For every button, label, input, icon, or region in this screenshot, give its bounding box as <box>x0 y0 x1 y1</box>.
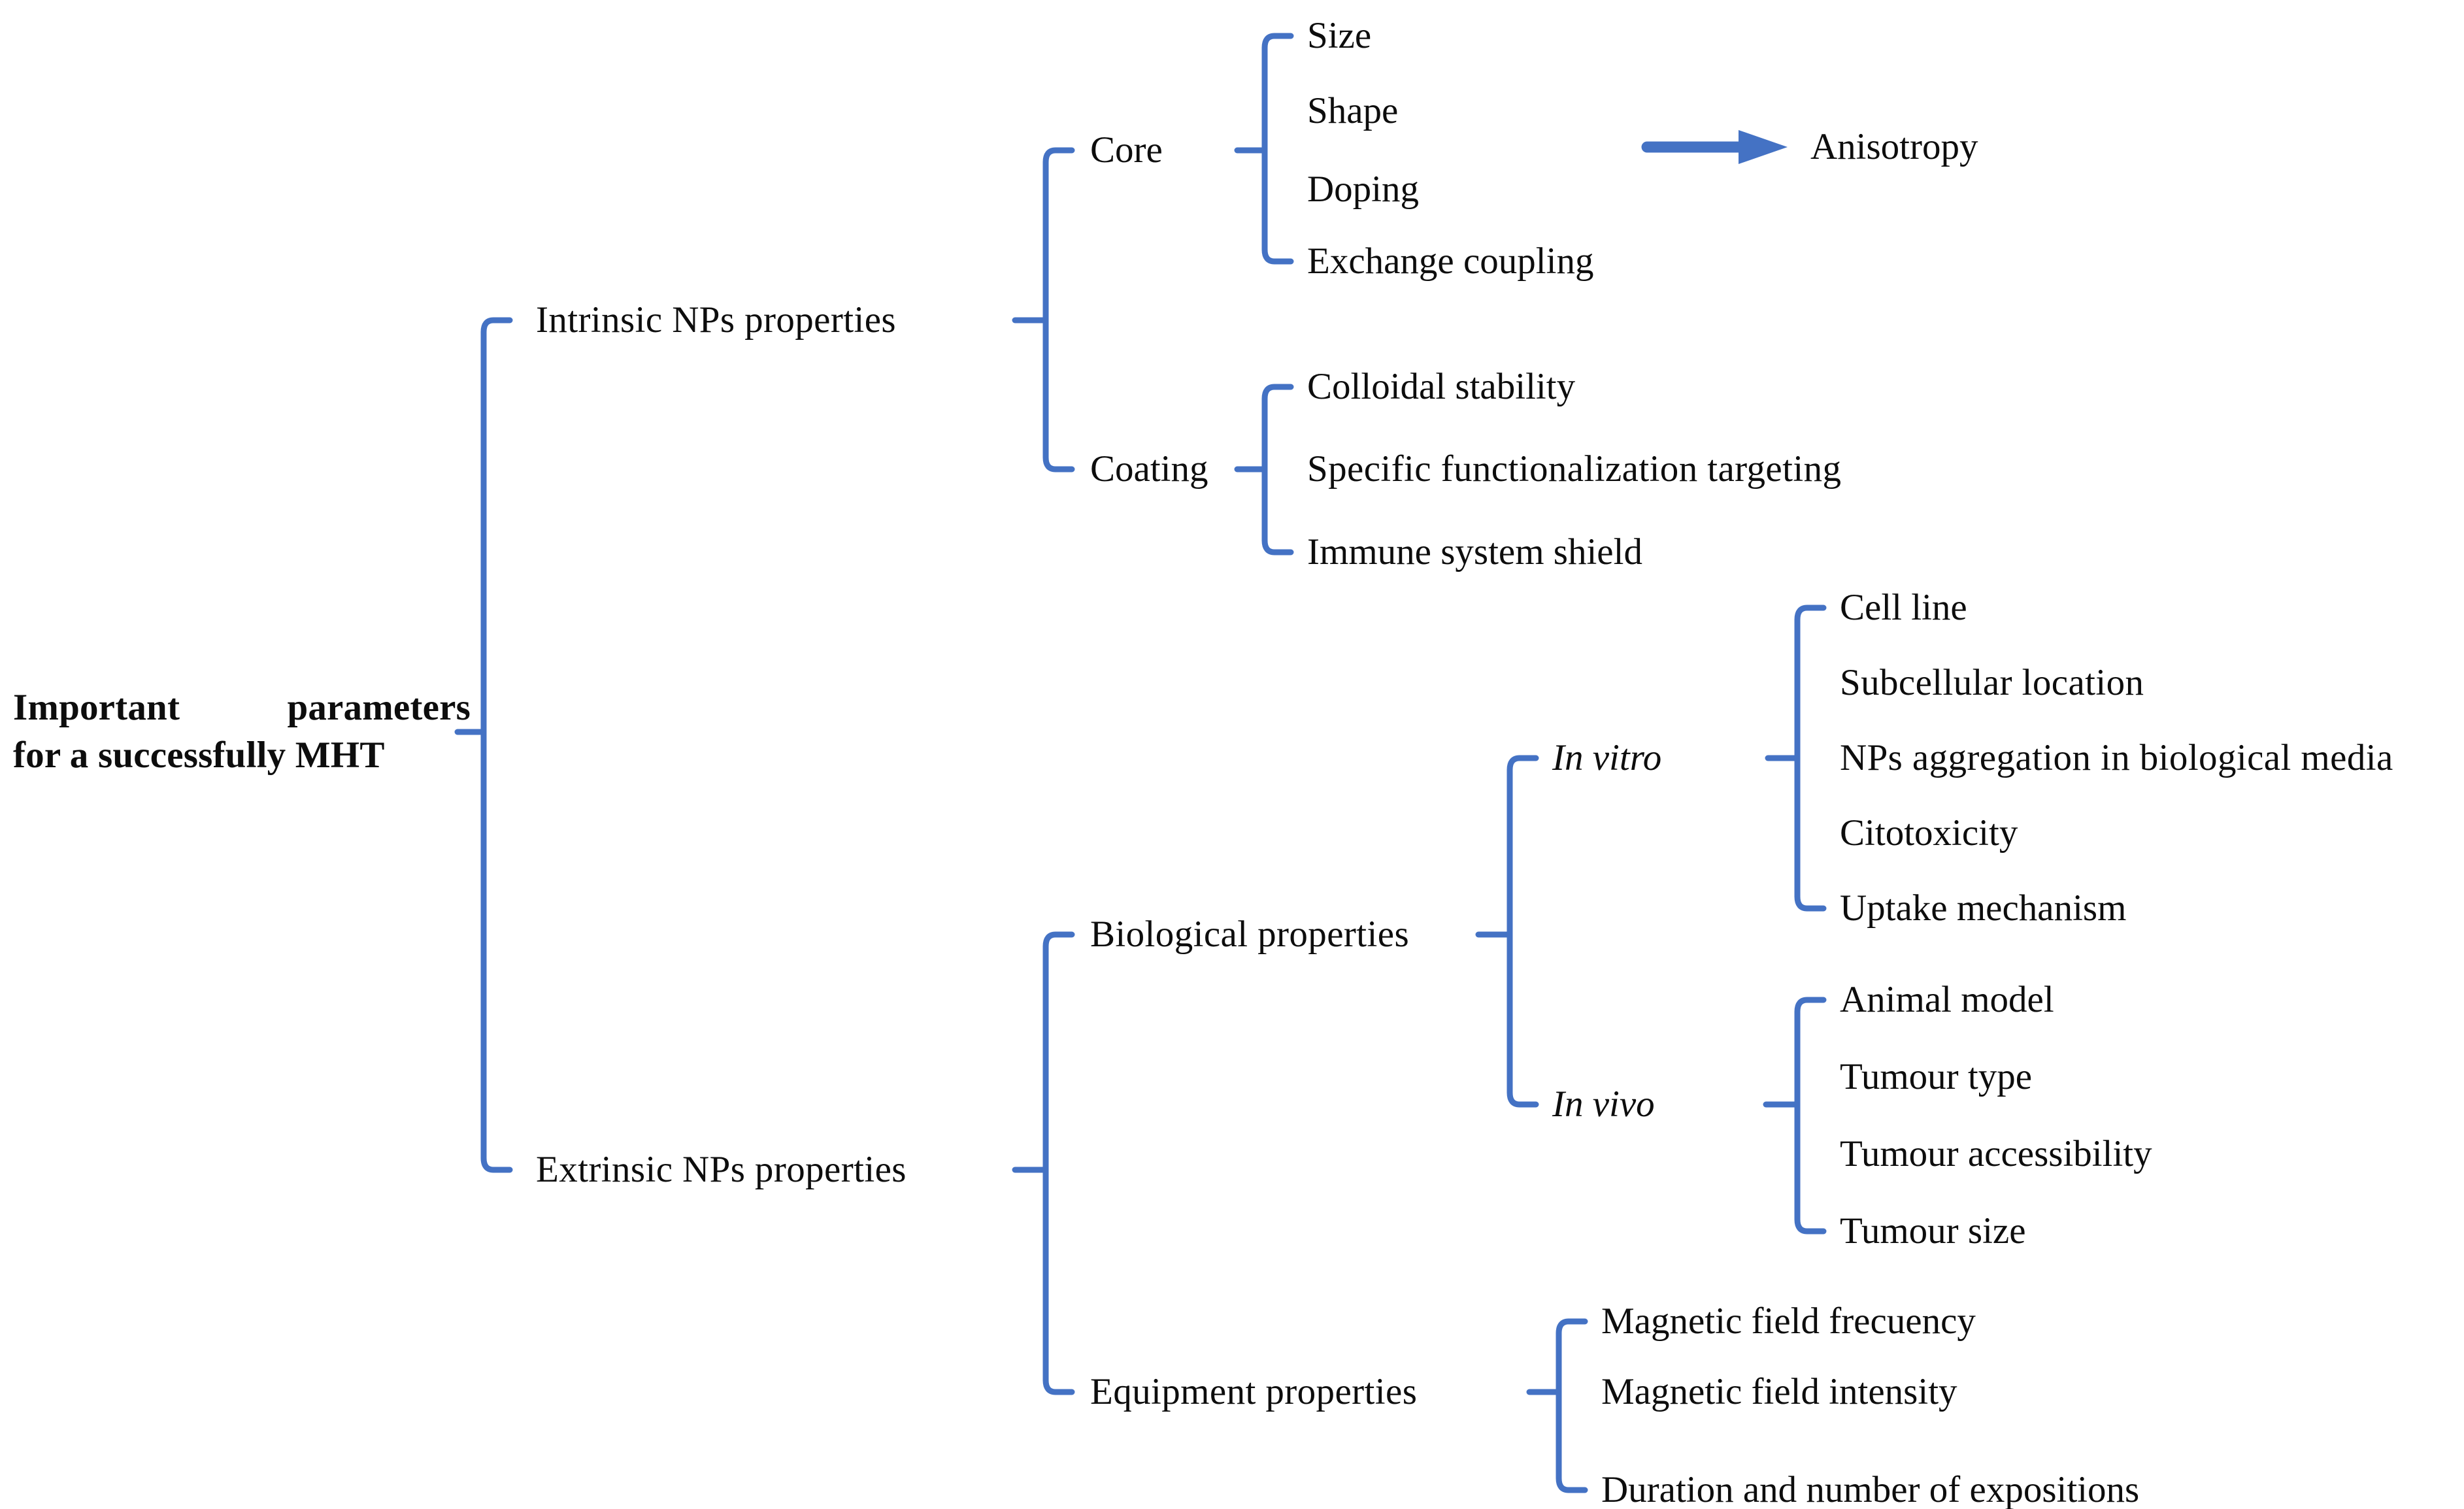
root-node: Important parameters for a successfully … <box>13 684 471 780</box>
node-in-vivo: In vivo <box>1552 1084 1655 1125</box>
root-node-line1: Important parameters <box>13 687 471 729</box>
leaf-invitro-subcellular-location: Subcellular location <box>1840 662 2144 704</box>
leaf-core-exchange-coupling: Exchange coupling <box>1307 240 1594 282</box>
leaf-coating-specific-functionalization-targeting: Specific functionalization targeting <box>1307 448 1842 490</box>
leaf-coating-colloidal-stability: Colloidal stability <box>1307 366 1576 408</box>
leaf-equipment-magnetic-field-intensity: Magnetic field intensity <box>1601 1371 1957 1413</box>
wire-invitro-bracket <box>1794 605 1827 912</box>
leaf-invivo-tumour-type: Tumour type <box>1840 1056 2033 1098</box>
leaf-equipment-duration-and-number-of-expositions: Duration and number of expositions <box>1601 1469 2140 1509</box>
leaf-invitro-citotoxicity: Citotoxicity <box>1840 812 2018 854</box>
node-anisotropy: Anisotropy <box>1810 126 1978 168</box>
leaf-invivo-tumour-accessibility: Tumour accessibility <box>1840 1133 2152 1175</box>
leaf-invivo-tumour-size: Tumour size <box>1840 1210 2026 1252</box>
wire-core-bracket <box>1261 33 1294 265</box>
wire-coating-bracket <box>1261 384 1294 556</box>
node-core: Core <box>1090 129 1163 171</box>
node-coating: Coating <box>1090 448 1208 490</box>
leaf-core-doping: Doping <box>1307 169 1419 210</box>
leaf-core-shape: Shape <box>1307 90 1399 132</box>
node-intrinsic-nps-properties: Intrinsic NPs properties <box>536 299 897 341</box>
wire-extrinsic-bracket <box>1042 931 1075 1395</box>
wire-intrinsic-bracket <box>1042 147 1075 473</box>
root-node-line2: for a successfully MHT <box>13 735 385 776</box>
wire-biological-bracket <box>1507 755 1539 1108</box>
node-equipment-properties: Equipment properties <box>1090 1371 1418 1413</box>
leaf-invivo-animal-model: Animal model <box>1840 979 2054 1021</box>
leaf-equipment-magnetic-field-frecuency: Magnetic field frecuency <box>1601 1301 1976 1342</box>
leaf-invitro-uptake-mechanism: Uptake mechanism <box>1840 887 2127 929</box>
node-in-vitro: In vitro <box>1552 737 1662 779</box>
wire-root-bracket <box>480 317 513 1173</box>
arrow-head-icon <box>1739 130 1788 164</box>
node-biological-properties: Biological properties <box>1090 914 1410 955</box>
node-extrinsic-nps-properties: Extrinsic NPs properties <box>536 1149 907 1191</box>
leaf-coating-immune-system-shield: Immune system shield <box>1307 531 1642 573</box>
leaf-invitro-cell-line: Cell line <box>1840 587 1967 629</box>
wire-equipment-bracket <box>1556 1318 1588 1493</box>
leaf-invitro-nps-aggregation-in-biological-media: NPs aggregation in biological media <box>1840 737 2393 779</box>
wire-invivo-bracket <box>1794 997 1827 1235</box>
leaf-core-size: Size <box>1307 15 1372 57</box>
